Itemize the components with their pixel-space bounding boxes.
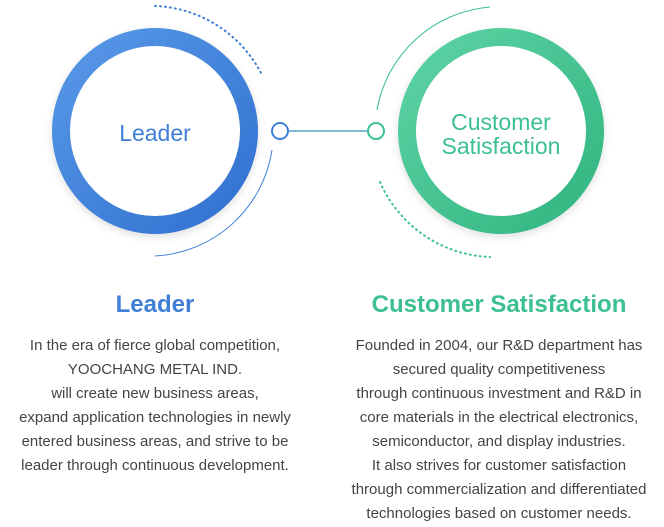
satisfaction-circle-label-line2: Satisfaction bbox=[442, 133, 561, 159]
satisfaction-outer-arc bbox=[376, 6, 491, 111]
leader-outer-arc bbox=[154, 149, 273, 257]
satisfaction-circle-label-line1: Customer bbox=[451, 109, 551, 135]
leader-circle: Leader bbox=[52, 28, 258, 234]
leader-connector-node bbox=[271, 122, 289, 140]
satisfaction-heading: Customer Satisfaction bbox=[371, 291, 627, 318]
leader-line: entered business areas, and strive to be bbox=[21, 433, 289, 450]
satisfaction-line: technologies based on customer needs. bbox=[366, 505, 632, 522]
satisfaction-description: Founded in 2004, our R&D department has … bbox=[334, 334, 664, 526]
satisfaction-line: semiconductor, and display industries. bbox=[372, 433, 626, 450]
satisfaction-line: through commercialization and differenti… bbox=[351, 481, 647, 498]
satisfaction-line: It also strives for customer satisfactio… bbox=[371, 457, 627, 474]
leader-line: leader through continuous development. bbox=[21, 457, 289, 474]
leader-line: YOOCHANG METAL IND. bbox=[67, 361, 243, 378]
leader-circle-label: Leader bbox=[119, 120, 191, 146]
satisfaction-line: secured quality competitiveness bbox=[392, 361, 606, 378]
leader-description: In the era of fierce global competition,… bbox=[0, 334, 310, 478]
satisfaction-line: Founded in 2004, our R&D department has bbox=[355, 337, 643, 354]
satisfaction-connector-node bbox=[367, 122, 385, 140]
leader-line: will create new business areas, bbox=[51, 385, 259, 402]
leader-line: expand application technologies in newly bbox=[19, 409, 291, 426]
satisfaction-section: Customer Satisfaction Founded in 2004, o… bbox=[334, 290, 664, 526]
satisfaction-line: through continuous investment and R&D in bbox=[356, 385, 642, 402]
leader-heading: Leader bbox=[115, 291, 195, 318]
satisfaction-circle: Customer Satisfaction bbox=[398, 28, 604, 234]
leader-section: Leader In the era of fierce global compe… bbox=[0, 290, 310, 478]
leader-line: In the era of fierce global competition, bbox=[29, 337, 281, 354]
leader-dotted-arc bbox=[154, 5, 263, 76]
satisfaction-line: core materials in the electrical electro… bbox=[359, 409, 639, 426]
concept-diagram: Leader Customer Satisfaction bbox=[52, 5, 604, 258]
satisfaction-dotted-arc bbox=[379, 181, 491, 258]
